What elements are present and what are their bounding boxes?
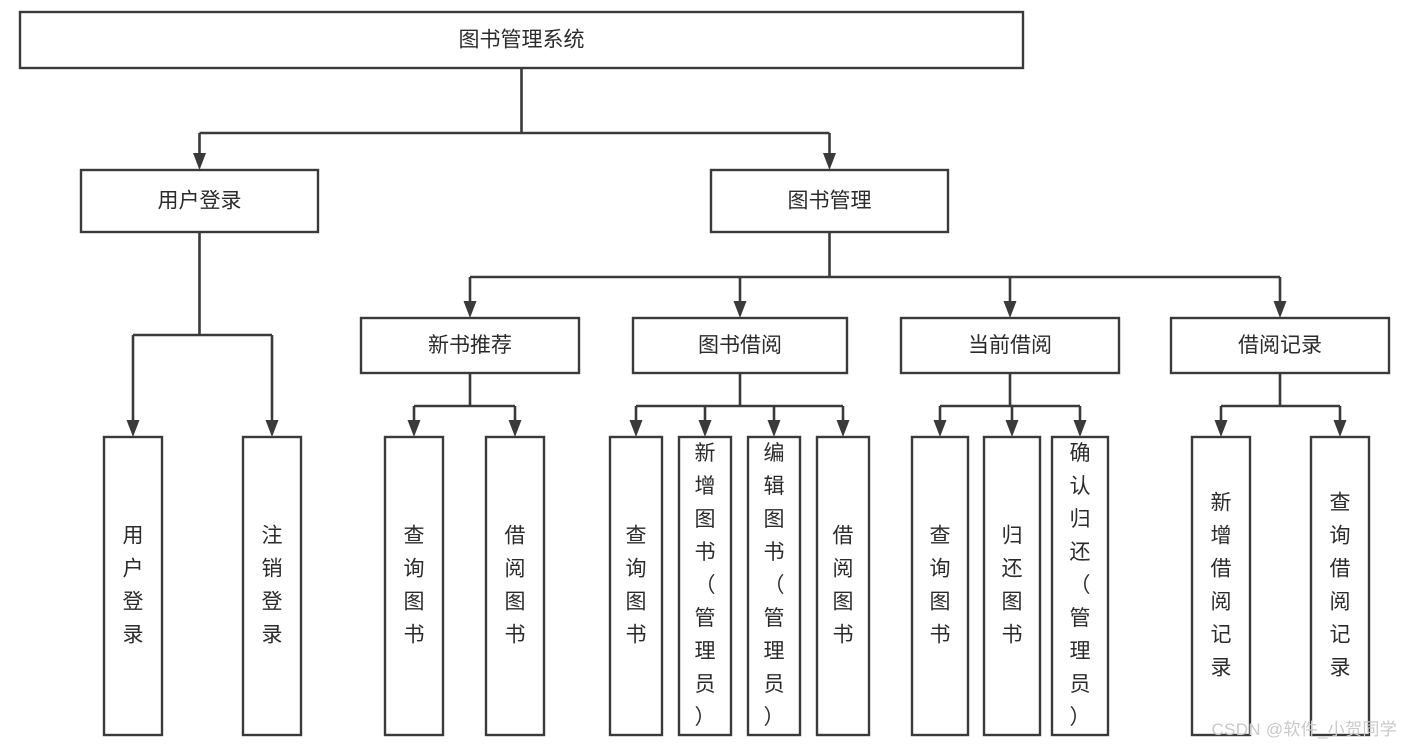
arrow-head-icon — [126, 420, 140, 437]
node-label-user-login: 用户登录 — [158, 190, 242, 213]
node-book-borrow[interactable]: 图书借阅 — [631, 316, 849, 375]
node-root[interactable]: 图书管理系统 — [18, 10, 1025, 70]
node-label-root: 图书管理系统 — [459, 29, 585, 52]
node-leaf-borrow-book-1[interactable]: 借阅图书 — [484, 435, 546, 737]
arrow-head-icon — [508, 420, 522, 437]
arrow-head-icon — [265, 420, 279, 437]
node-label-leaf-query-book-3: 查询图书 — [930, 525, 951, 647]
node-box-leaf-add-book — [677, 435, 733, 737]
node-label-borrow-record: 借阅记录 — [1238, 334, 1322, 357]
node-label-leaf-confirm-return: 确认归还（管理员） — [1070, 442, 1091, 729]
node-box-leaf-query-book-1 — [383, 435, 445, 737]
arrow-head-icon — [698, 420, 712, 437]
node-leaf-query-book-2[interactable]: 查询图书 — [608, 435, 664, 737]
node-label-leaf-borrow-book-2: 借阅图书 — [833, 525, 854, 647]
node-label-leaf-edit-book: 编辑图书（管理员） — [764, 442, 785, 729]
arrow-head-icon — [193, 153, 206, 170]
node-box-new-book-recommend — [359, 316, 581, 375]
arrow-head-icon — [1214, 420, 1228, 437]
node-box-leaf-confirm-return — [1050, 435, 1110, 737]
node-layer: 图书管理系统用户登录图书管理新书推荐图书借阅当前借阅借阅记录用户登录注销登录查询… — [18, 10, 1391, 737]
connector-group-book-manage — [463, 232, 1287, 318]
node-box-leaf-query-book-2 — [608, 435, 664, 737]
arrow-head-icon — [1003, 301, 1017, 318]
connector-layer — [126, 68, 1347, 437]
arrow-head-icon — [767, 420, 781, 437]
node-label-leaf-user-logout: 注销登录 — [262, 525, 283, 647]
node-box-leaf-borrow-book-1 — [484, 435, 546, 737]
connector-group-new-book-recommend — [407, 373, 522, 437]
connector-group-book-borrow — [629, 373, 850, 437]
arrow-head-icon — [407, 420, 421, 437]
node-label-book-manage: 图书管理 — [788, 190, 872, 213]
node-leaf-user-login[interactable]: 用户登录 — [102, 435, 164, 737]
node-label-book-borrow: 图书借阅 — [698, 334, 782, 357]
node-box-leaf-edit-book — [746, 435, 802, 737]
node-label-leaf-query-record: 查询借阅记录 — [1330, 492, 1351, 680]
node-leaf-query-record[interactable]: 查询借阅记录 — [1309, 435, 1371, 737]
connector-group-root — [193, 68, 836, 170]
arrow-head-icon — [1005, 420, 1019, 437]
node-label-new-book-recommend: 新书推荐 — [428, 334, 512, 357]
node-box-root — [18, 10, 1025, 70]
node-leaf-add-record[interactable]: 新增借阅记录 — [1190, 435, 1252, 737]
node-box-book-borrow — [631, 316, 849, 375]
node-box-user-login — [79, 168, 320, 234]
arrow-head-icon — [629, 420, 643, 437]
connector-group-borrow-record — [1214, 373, 1347, 437]
node-label-leaf-query-book-1: 查询图书 — [404, 525, 425, 647]
arrow-head-icon — [463, 301, 477, 318]
node-leaf-user-logout[interactable]: 注销登录 — [241, 435, 303, 737]
arrow-head-icon — [1333, 420, 1347, 437]
node-leaf-add-book[interactable]: 新增图书（管理员） — [677, 435, 733, 737]
arrow-head-icon — [933, 420, 947, 437]
node-leaf-return-book[interactable]: 归还图书 — [982, 435, 1042, 737]
node-box-book-manage — [709, 168, 950, 234]
connector-group-current-borrow — [933, 373, 1087, 437]
node-leaf-query-book-3[interactable]: 查询图书 — [910, 435, 970, 737]
arrow-head-icon — [733, 301, 747, 318]
node-label-leaf-add-book: 新增图书（管理员） — [695, 442, 716, 729]
node-box-leaf-return-book — [982, 435, 1042, 737]
node-box-leaf-user-login — [102, 435, 164, 737]
arrow-head-icon — [1073, 420, 1087, 437]
connector-group-user-login — [126, 232, 279, 437]
node-label-leaf-user-login: 用户登录 — [123, 525, 144, 647]
node-label-leaf-borrow-book-1: 借阅图书 — [505, 525, 526, 647]
node-leaf-edit-book[interactable]: 编辑图书（管理员） — [746, 435, 802, 737]
arrow-head-icon — [836, 420, 850, 437]
node-label-current-borrow: 当前借阅 — [968, 334, 1052, 357]
node-box-leaf-query-record — [1309, 435, 1371, 737]
arrow-head-icon — [1273, 301, 1287, 318]
node-box-leaf-query-book-3 — [910, 435, 970, 737]
node-user-login[interactable]: 用户登录 — [79, 168, 320, 234]
watermark-text: CSDN @软件_小贺同学 — [1211, 720, 1397, 739]
node-label-leaf-add-record: 新增借阅记录 — [1211, 492, 1232, 680]
node-leaf-borrow-book-2[interactable]: 借阅图书 — [815, 435, 871, 737]
node-leaf-confirm-return[interactable]: 确认归还（管理员） — [1050, 435, 1110, 737]
node-current-borrow[interactable]: 当前借阅 — [899, 316, 1121, 375]
node-label-leaf-query-book-2: 查询图书 — [626, 525, 647, 647]
node-box-current-borrow — [899, 316, 1121, 375]
node-box-borrow-record — [1169, 316, 1391, 375]
node-label-leaf-return-book: 归还图书 — [1002, 525, 1023, 647]
node-box-leaf-borrow-book-2 — [815, 435, 871, 737]
node-box-leaf-user-logout — [241, 435, 303, 737]
node-new-book-recommend[interactable]: 新书推荐 — [359, 316, 581, 375]
node-borrow-record[interactable]: 借阅记录 — [1169, 316, 1391, 375]
arrow-head-icon — [823, 153, 836, 170]
node-box-leaf-add-record — [1190, 435, 1252, 737]
node-leaf-query-book-1[interactable]: 查询图书 — [383, 435, 445, 737]
node-book-manage[interactable]: 图书管理 — [709, 168, 950, 234]
